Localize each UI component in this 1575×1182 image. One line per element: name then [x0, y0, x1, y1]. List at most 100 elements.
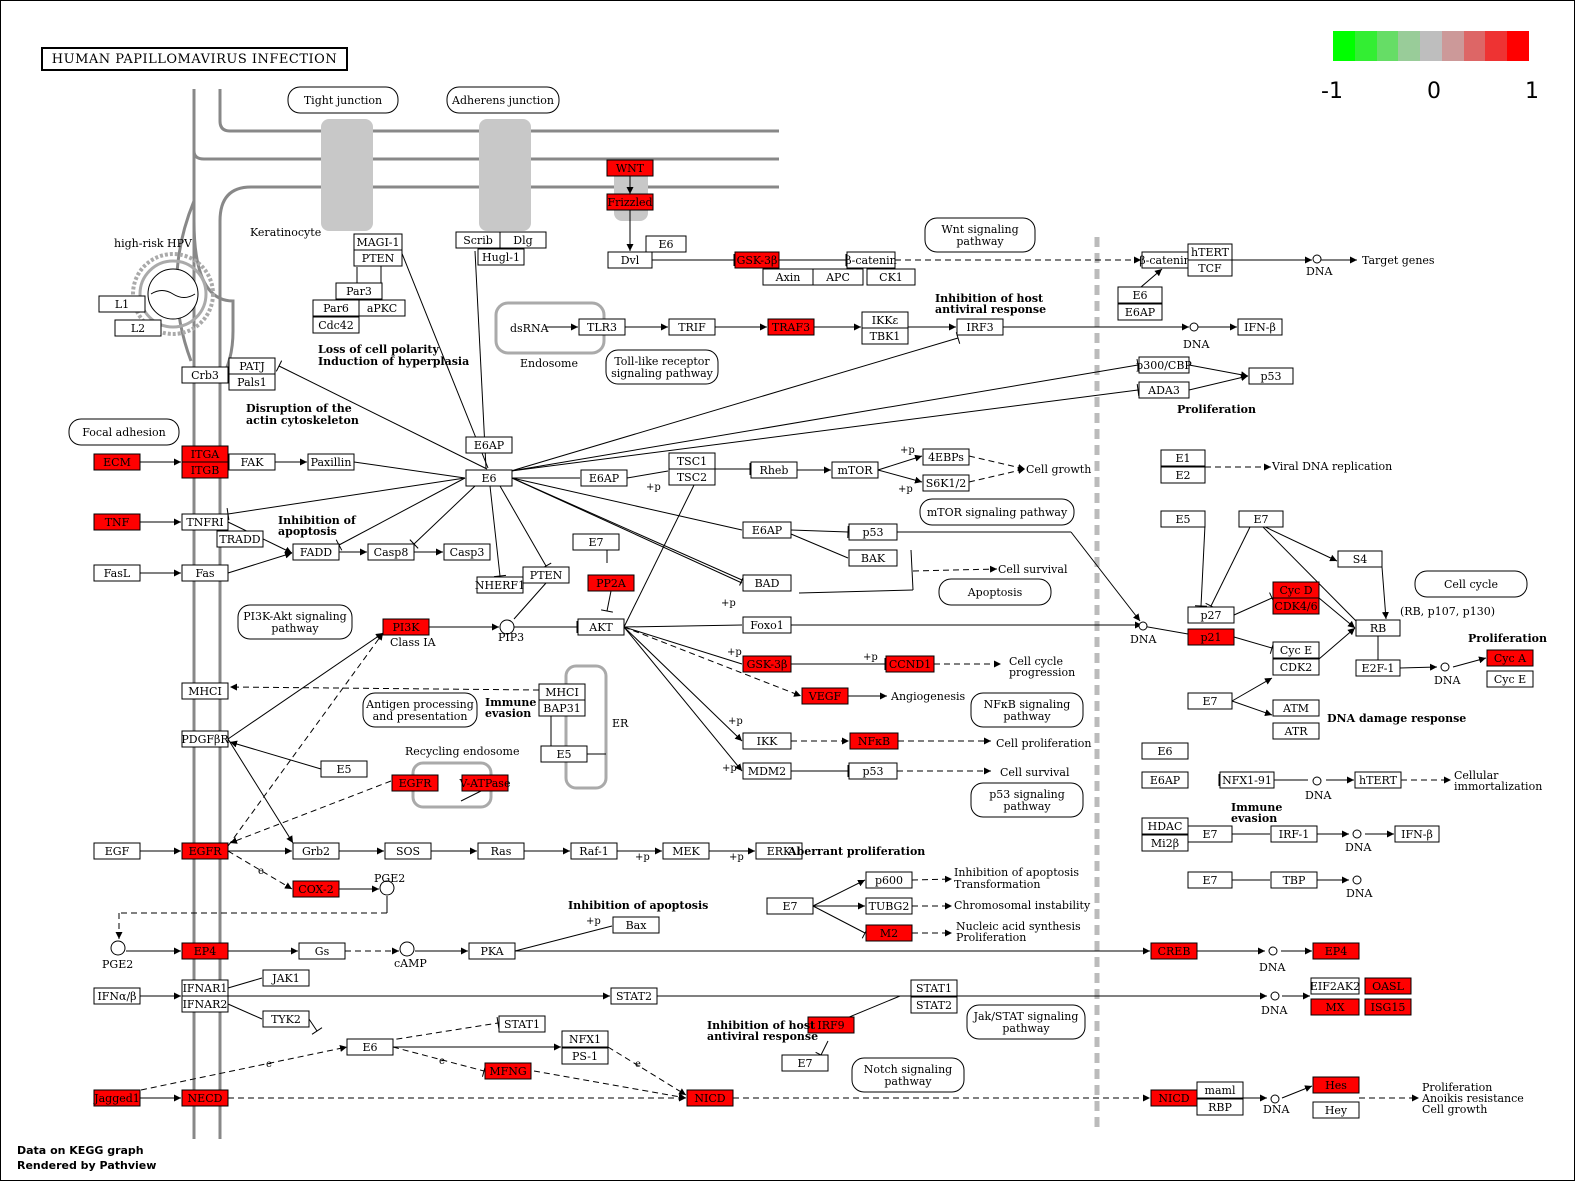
gene-nicd1[interactable]: NICD	[687, 1090, 733, 1106]
gene-e2f1[interactable]: E2F-1	[1356, 660, 1400, 676]
gene-nicd2[interactable]: NICD	[1151, 1090, 1197, 1106]
gene-maml[interactable]: maml	[1197, 1082, 1243, 1098]
gene-ep4a[interactable]: EP4	[182, 943, 228, 959]
gene-mfng[interactable]: MFNG	[485, 1063, 531, 1079]
gene-atm[interactable]: ATM	[1273, 700, 1319, 716]
gene-mdm2[interactable]: MDM2	[743, 763, 791, 779]
gene-paxillin[interactable]: Paxillin	[308, 454, 354, 470]
gene-sos[interactable]: SOS	[385, 843, 431, 859]
gene-foxo1[interactable]: Foxo1	[743, 617, 791, 633]
gene-stat2a[interactable]: STAT2	[611, 988, 657, 1004]
gene-stat1b[interactable]: STAT1	[911, 980, 957, 996]
gene-jak1[interactable]: JAK1	[263, 970, 309, 986]
gene-ifnar2[interactable]: IFNAR2	[182, 996, 228, 1012]
gene-akt[interactable]: AKT	[578, 619, 624, 635]
gene-ecm[interactable]: ECM	[94, 454, 140, 470]
gene-mhci1[interactable]: MHCI	[182, 683, 228, 699]
gene-egf[interactable]: EGF	[94, 843, 140, 859]
gene-vegf[interactable]: VEGF	[802, 688, 848, 704]
gene-mhci2[interactable]: MHCI	[539, 684, 585, 700]
gene-bcat2[interactable]: β-catenin	[1139, 252, 1190, 268]
gene-e6e[interactable]: E6	[347, 1039, 393, 1055]
pathway-box-cellcycle[interactable]: Cell cycle	[1415, 571, 1527, 597]
gene-hey[interactable]: Hey	[1313, 1102, 1359, 1118]
gene-patj[interactable]: PATJ	[229, 358, 275, 374]
gene-hugl1[interactable]: Hugl-1	[478, 249, 524, 265]
gene-p53a[interactable]: p53	[1249, 368, 1293, 384]
gene-e6ap4[interactable]: E6AP	[743, 522, 791, 538]
gene-cyca[interactable]: Cyc A	[1487, 650, 1533, 666]
gene-nfx1[interactable]: NFX1	[562, 1031, 608, 1047]
gene-e6ap5[interactable]: E6AP	[1142, 772, 1188, 788]
gene-cox2[interactable]: COX-2	[293, 881, 339, 897]
gene-pten2[interactable]: PTEN	[523, 567, 569, 583]
gene-pten1[interactable]: PTEN	[354, 250, 402, 266]
gene-bak[interactable]: BAK	[849, 550, 897, 566]
gene-cdc42[interactable]: Cdc42	[313, 317, 359, 333]
gene-e7d[interactable]: E7	[1188, 826, 1232, 842]
pathway-box-mtor[interactable]: mTOR signaling pathway	[920, 499, 1074, 525]
gene-ifnb2[interactable]: IFN-β	[1395, 826, 1439, 842]
gene-pp2a[interactable]: PP2A	[588, 575, 634, 591]
gene-p27[interactable]: p27	[1188, 607, 1234, 623]
gene-e7a[interactable]: E7	[1239, 511, 1283, 527]
gene-apkc[interactable]: aPKC	[359, 300, 405, 316]
gene-crb3[interactable]: Crb3	[182, 367, 228, 383]
gene-tcf[interactable]: TCF	[1188, 260, 1232, 276]
gene-e6a[interactable]: E6	[646, 236, 686, 252]
gene-ikk[interactable]: IKK	[743, 733, 791, 749]
gene-atr[interactable]: ATR	[1273, 723, 1319, 739]
gene-ebp[interactable]: 4EBPs	[923, 449, 969, 465]
gene-tubg2[interactable]: TUBG2	[866, 898, 912, 914]
gene-l2[interactable]: L2	[115, 320, 161, 336]
gene-pdgfbr[interactable]: PDGFβR	[181, 731, 229, 747]
gene-e5c[interactable]: E5	[321, 761, 367, 777]
gene-nfkb[interactable]: NFκB	[850, 733, 898, 749]
gene-mek[interactable]: MEK	[663, 843, 709, 859]
gene-fak[interactable]: FAK	[229, 454, 275, 470]
gene-p21[interactable]: p21	[1188, 629, 1234, 645]
gene-fadd[interactable]: FADD	[293, 544, 339, 560]
pathway-box-tight[interactable]: Tight junction	[288, 87, 398, 113]
gene-creb[interactable]: CREB	[1151, 943, 1197, 959]
gene-oasl[interactable]: OASL	[1365, 978, 1411, 994]
gene-e5a[interactable]: E5	[1161, 511, 1205, 527]
gene-nherf1[interactable]: NHERF1	[475, 577, 525, 593]
gene-itga[interactable]: ITGA	[182, 446, 228, 462]
gene-rheb[interactable]: Rheb	[751, 462, 797, 478]
gene-casp8[interactable]: Casp8	[368, 544, 414, 560]
gene-bcat1[interactable]: β-catenin	[845, 252, 896, 268]
gene-casp3[interactable]: Casp3	[444, 544, 490, 560]
gene-mi2b[interactable]: Mi2β	[1142, 835, 1188, 851]
gene-s6k[interactable]: S6K1/2	[923, 475, 969, 491]
gene-pi3k[interactable]: PI3K	[383, 619, 429, 635]
gene-egfr2[interactable]: EGFR	[182, 843, 228, 859]
gene-e6c[interactable]: E6	[466, 470, 512, 486]
gene-isg15[interactable]: ISG15	[1365, 999, 1411, 1015]
gene-gsk3b1[interactable]: GSK-3β	[735, 252, 779, 268]
gene-p600[interactable]: p600	[866, 872, 912, 888]
gene-ifnb1[interactable]: IFN-β	[1238, 319, 1282, 335]
gene-apc[interactable]: APC	[813, 269, 863, 285]
gene-tyk2[interactable]: TYK2	[263, 1011, 309, 1027]
gene-stat2b[interactable]: STAT2	[911, 997, 957, 1013]
gene-cycd[interactable]: Cyc D	[1273, 582, 1319, 598]
gene-hes[interactable]: Hes	[1313, 1077, 1359, 1093]
gene-htert2[interactable]: hTERT	[1355, 772, 1401, 788]
gene-tsc1[interactable]: TSC1	[669, 453, 715, 469]
pathway-box-focal[interactable]: Focal adhesion	[69, 419, 179, 445]
gene-p300[interactable]: p300/CBP	[1136, 357, 1192, 373]
gene-e6ap2[interactable]: E6AP	[466, 437, 512, 453]
gene-e7g[interactable]: E7	[782, 1055, 828, 1071]
gene-tnfr1[interactable]: TNFRI	[182, 514, 228, 530]
gene-egfr1[interactable]: EGFR	[392, 775, 438, 791]
gene-gsk3b2[interactable]: GSK-3β	[743, 656, 791, 672]
gene-scrib[interactable]: Scrib	[456, 232, 500, 248]
